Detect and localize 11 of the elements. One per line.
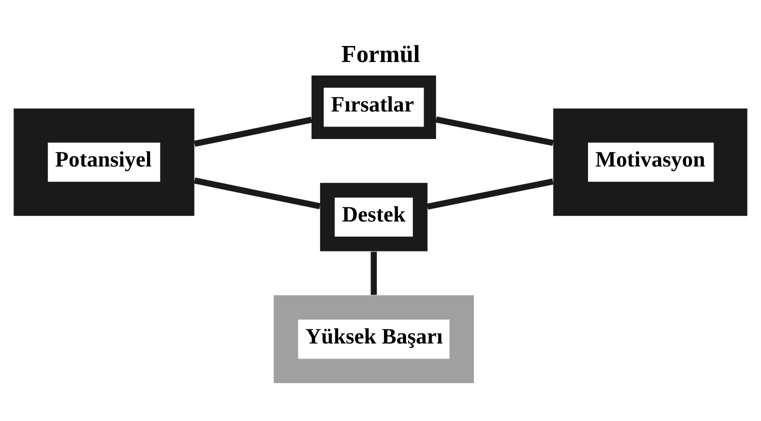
- node-box: Motivasyon: [553, 108, 748, 216]
- node-box: Fırsatlar: [312, 75, 436, 138]
- node-box: Potansiyel: [14, 108, 194, 216]
- diagram-title: Formül: [341, 40, 420, 68]
- connector: [426, 178, 554, 210]
- connector: [370, 251, 377, 294]
- connector: [436, 116, 554, 146]
- node-box: Destek: [320, 182, 428, 251]
- connector: [194, 177, 321, 209]
- connector: [194, 116, 312, 146]
- node-box: Yüksek Başarı: [274, 294, 474, 383]
